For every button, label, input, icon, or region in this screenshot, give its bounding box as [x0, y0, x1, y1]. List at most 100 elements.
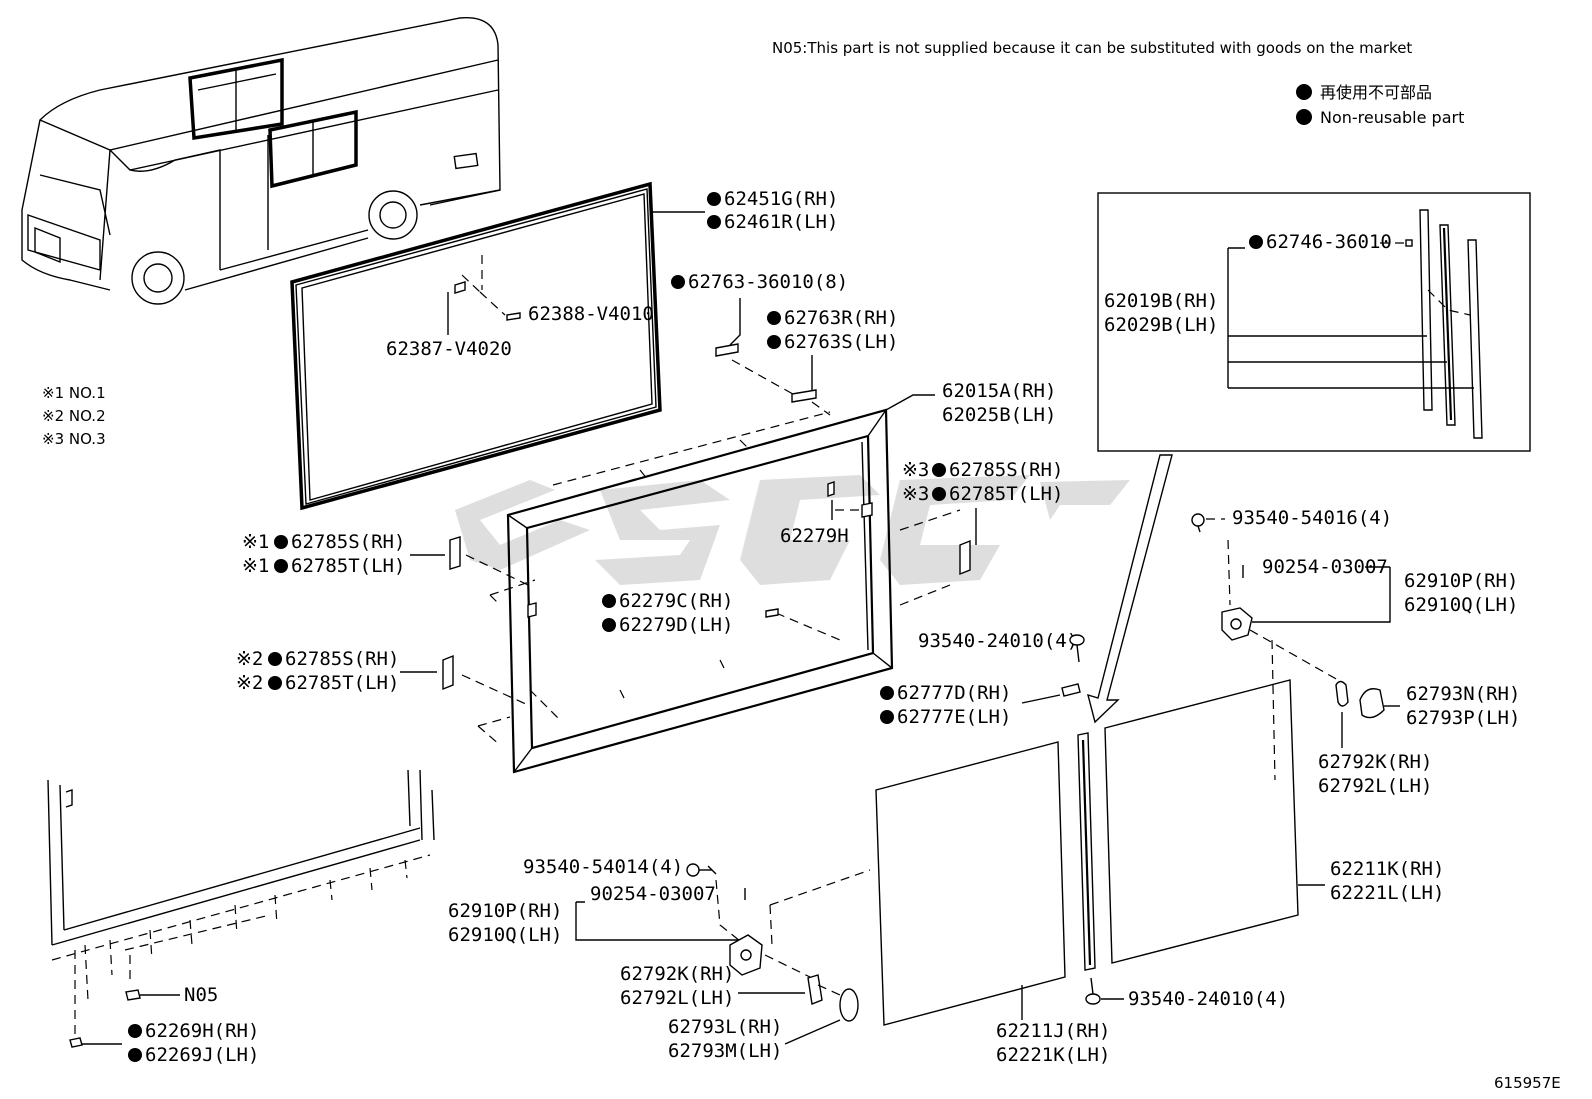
part-label-62279H: 62279H	[780, 525, 849, 547]
group-ref-3: ※3 NO.3	[42, 430, 106, 448]
part-label-62793P: 62793P(LH)	[1406, 707, 1520, 729]
detail-arrow	[1087, 454, 1173, 724]
clip-62388	[506, 312, 521, 321]
part-label-62792K-a: 62792K(RH)	[1318, 751, 1432, 773]
clip-62785-2	[442, 654, 454, 691]
clip-62777	[1061, 683, 1081, 697]
part-label-62279D: 62279D(LH)	[619, 614, 733, 636]
glass-pane-62211J	[875, 741, 1066, 1026]
part-label-62025B: 62025B(LH)	[942, 404, 1056, 426]
part-label-62785T-1: 62785T(LH)	[291, 555, 405, 577]
non-reusable-dot-icon	[880, 686, 894, 700]
part-label-62461R: 62461R(LH)	[724, 211, 838, 233]
clip-62763R	[791, 389, 817, 403]
group-ref-1: ※1 NO.1	[42, 384, 106, 402]
group-ref-2: ※2 NO.2	[42, 407, 106, 425]
non-reusable-dot-icon	[767, 311, 781, 325]
part-label-62785S-3: 62785S(RH)	[949, 459, 1063, 481]
part-label-62451G: 62451G(RH)	[724, 188, 838, 210]
screw-93540-24010-b	[1085, 977, 1101, 1005]
part-label-62777E: 62777E(LH)	[897, 706, 1011, 728]
dashed-guide	[769, 904, 773, 946]
figure-id: 615957E	[1494, 1074, 1561, 1092]
legend-jp: 再使用不可部品	[1320, 83, 1432, 102]
detail-inset	[1097, 192, 1531, 452]
dashed-guide	[1249, 629, 1339, 681]
part-label-62792L-b: 62792L(LH)	[620, 987, 734, 1009]
dashed-guide	[1271, 639, 1276, 781]
part-label-62279C: 62279C(RH)	[619, 590, 733, 612]
hinge-62910-b	[729, 934, 763, 976]
non-reusable-dot-icon	[932, 463, 946, 477]
dashed-guide	[769, 869, 871, 906]
clip-62279H	[827, 481, 835, 497]
part-label-62793L: 62793L(RH)	[668, 1016, 782, 1038]
part-label-62387: 62387-V4020	[386, 338, 512, 360]
non-reusable-dot-icon	[602, 618, 616, 632]
dashed-guide	[811, 401, 831, 416]
part-label-62015A: 62015A(RH)	[942, 380, 1056, 402]
part-label-62763R: 62763R(RH)	[784, 307, 898, 329]
leader-62910-b	[575, 901, 742, 941]
part-label-62211K: 62211K(RH)	[1330, 858, 1444, 880]
plate-62792-a	[1335, 680, 1349, 707]
dashed-guide	[461, 274, 481, 293]
non-reusable-dot-icon	[707, 215, 721, 229]
part-label-62792K-b: 62792K(RH)	[620, 963, 734, 985]
ref-mark-2b: ※2	[236, 672, 263, 694]
leader-62777	[1021, 694, 1061, 704]
part-label-62746: 62746-36010	[1266, 231, 1392, 253]
part-N05	[125, 989, 141, 1001]
non-reusable-dot-icon	[274, 535, 288, 549]
part-label-62793M: 62793M(LH)	[668, 1040, 782, 1062]
clip-62785-1	[449, 536, 461, 570]
part-label-93540-24010-b: 93540-24010(4)	[1128, 988, 1288, 1010]
clip-62279C	[765, 608, 779, 618]
non-reusable-dot-icon	[268, 652, 282, 666]
group-ref-key: ※1 NO.1 ※2 NO.2 ※3 NO.3	[42, 384, 106, 448]
cap-62793N	[1359, 688, 1385, 719]
non-reusable-dot-icon	[1249, 235, 1263, 249]
ref-mark-3: ※3	[902, 459, 929, 481]
part-label-62388: 62388-V4010	[528, 303, 654, 325]
center-weatherstrip	[1077, 732, 1096, 971]
clip-62763	[715, 343, 739, 357]
part-label-62269J: 62269J(LH)	[145, 1044, 259, 1066]
leader-62793L	[784, 1019, 841, 1045]
non-reusable-dot-icon	[1296, 84, 1312, 100]
part-label-62221K: 62221K(LH)	[996, 1044, 1110, 1066]
dashed-guide	[764, 954, 813, 979]
screw-93540-54016	[1191, 513, 1205, 533]
leader-62763-36010	[729, 298, 741, 346]
part-label-62785S-1: 62785S(RH)	[291, 531, 405, 553]
ref-mark-3b: ※3	[902, 483, 929, 505]
part-label-90254-b: 90254-03007	[590, 883, 716, 905]
non-reusable-dot-icon	[128, 1024, 142, 1038]
clip-62269	[69, 1037, 83, 1048]
clip-62279	[861, 502, 873, 518]
non-reusable-dot-icon	[671, 275, 685, 289]
window-frame-62015A	[506, 408, 894, 774]
non-reusable-dot-icon	[1296, 109, 1312, 125]
screw-93540-24010-a	[1069, 634, 1085, 663]
non-reusable-dot-icon	[602, 594, 616, 608]
leader-62015A	[885, 394, 935, 411]
ref-mark-1b: ※1	[242, 555, 269, 577]
part-label-62777D: 62777D(RH)	[897, 682, 1011, 704]
dashed-guide	[479, 291, 506, 316]
part-label-62910P-a: 62910P(RH)	[1404, 570, 1518, 592]
part-label-62763S: 62763S(LH)	[784, 331, 898, 353]
non-reusable-dot-icon	[707, 192, 721, 206]
clip-62279-left	[527, 602, 537, 618]
part-label-62910Q-a: 62910Q(LH)	[1404, 594, 1518, 616]
part-label-N05: N05	[184, 984, 218, 1006]
non-reusable-dot-icon	[767, 335, 781, 349]
glass-pane-62211K	[1104, 679, 1299, 964]
part-label-62785T-3: 62785T(LH)	[949, 483, 1063, 505]
part-label-62029B: 62029B(LH)	[1104, 314, 1218, 336]
non-reusable-dot-icon	[274, 559, 288, 573]
clip-62387	[454, 281, 466, 294]
vehicle-overview-illustration	[21, 17, 501, 305]
part-label-62910P-b: 62910P(RH)	[448, 900, 562, 922]
part-label-62793N: 62793N(RH)	[1406, 683, 1520, 705]
